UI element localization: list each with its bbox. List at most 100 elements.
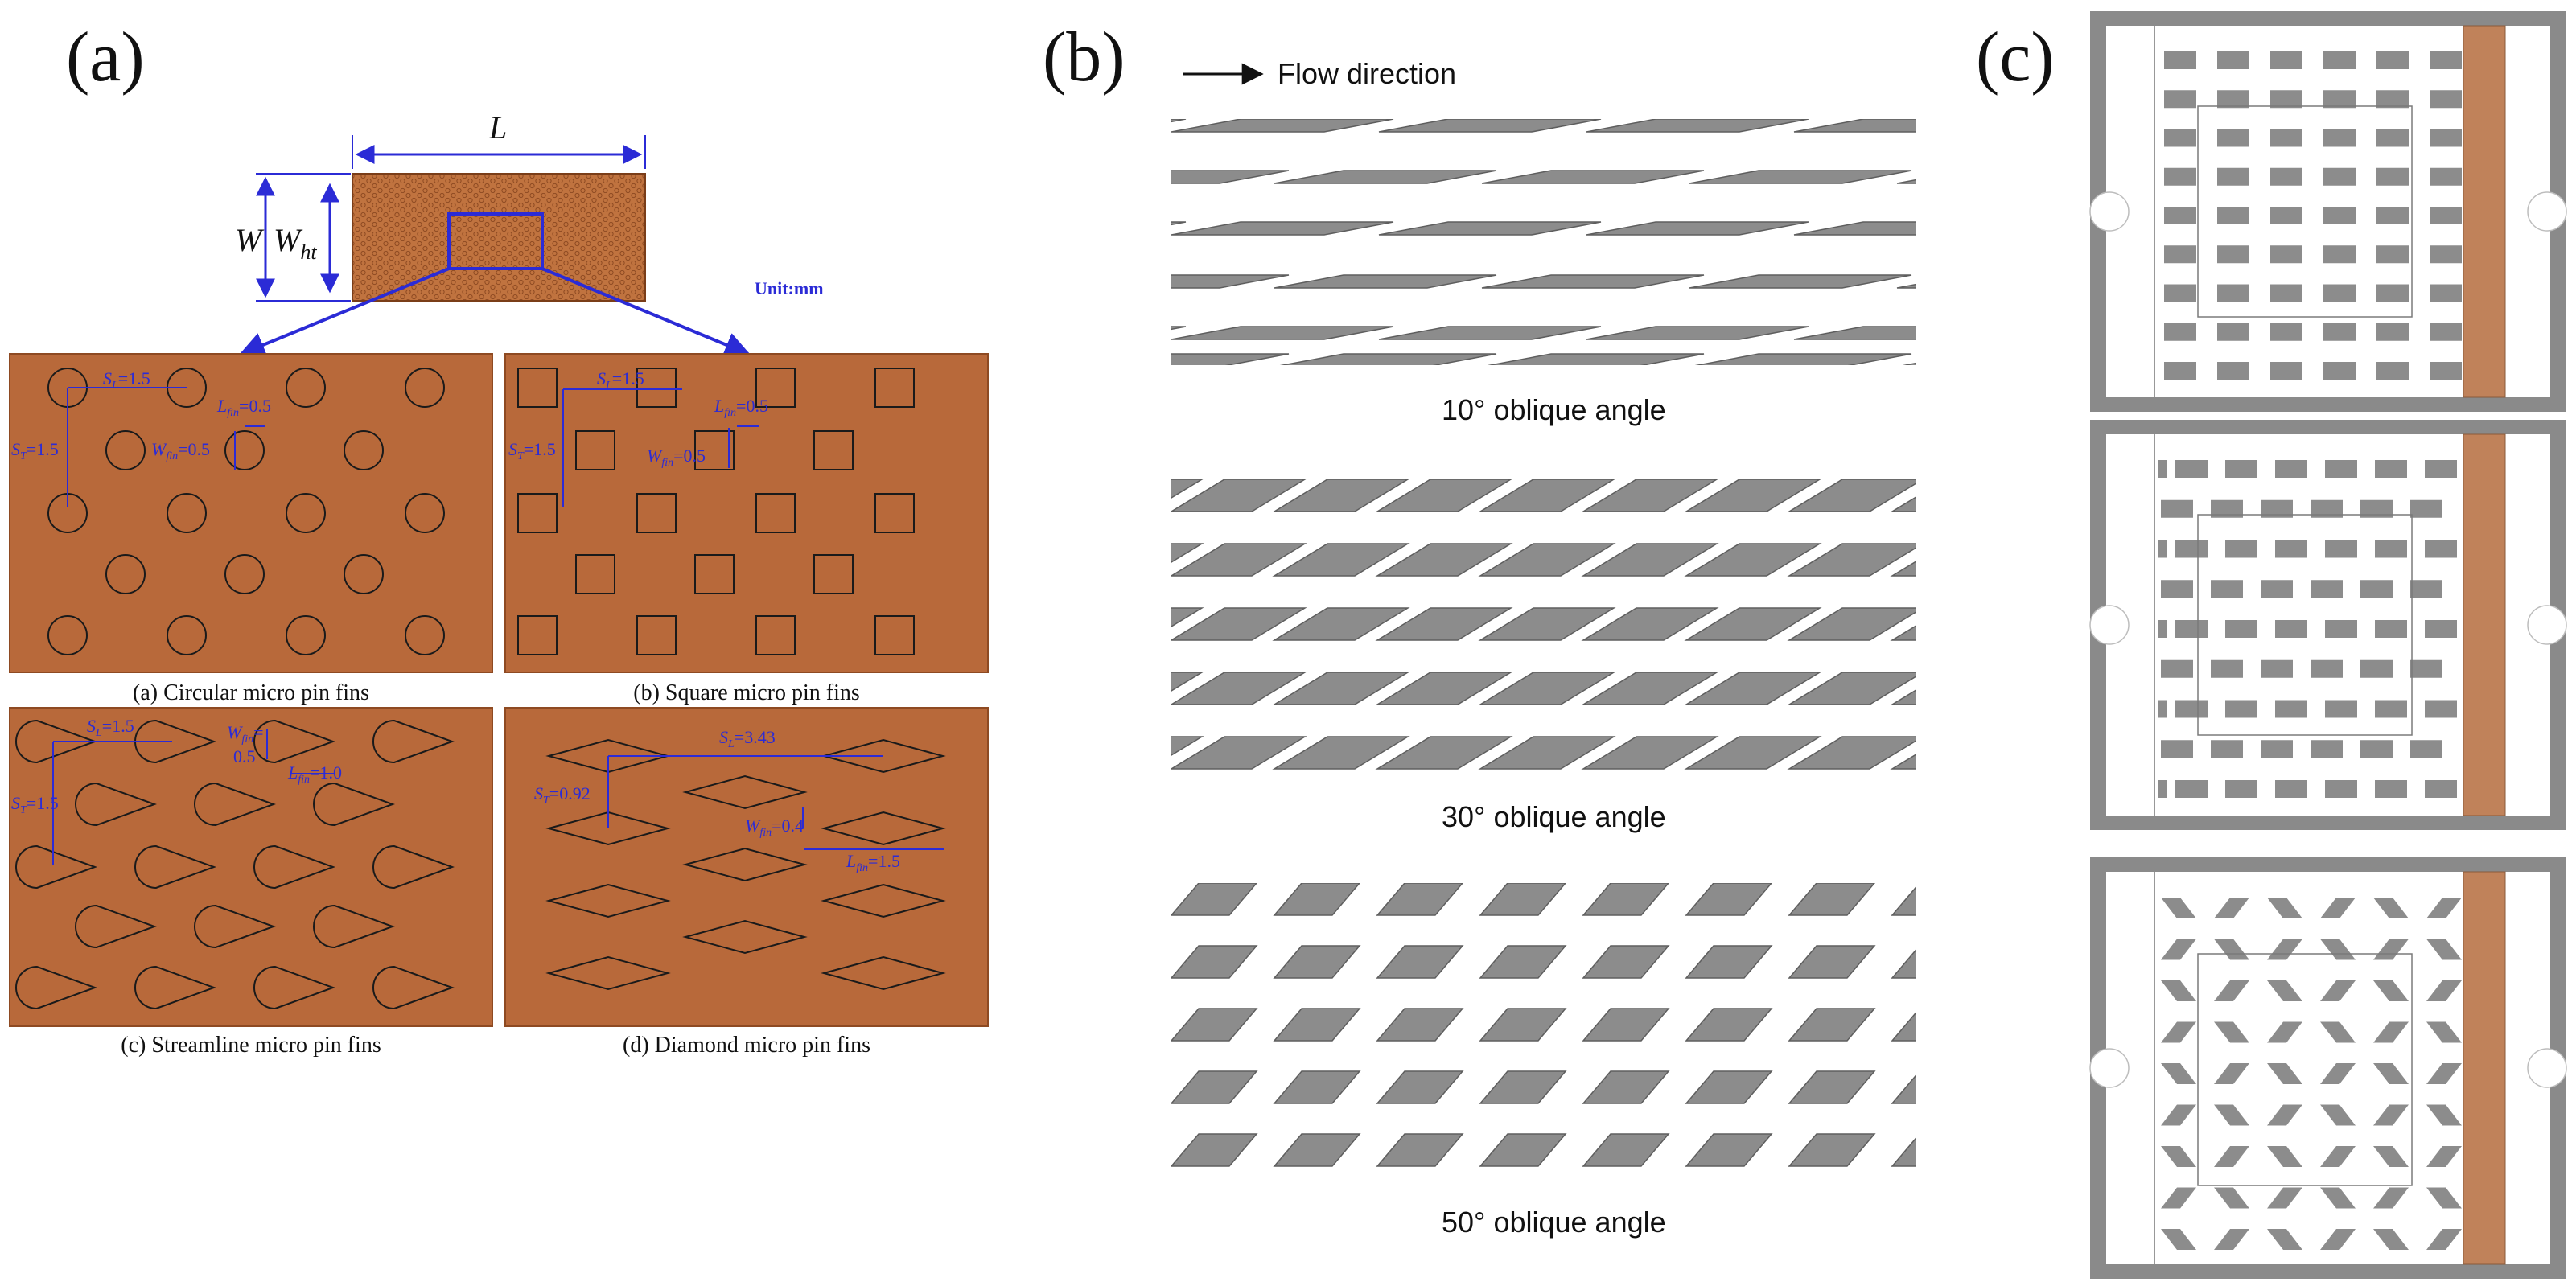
oblique-fin	[1685, 883, 1772, 916]
diamond-fin	[682, 774, 808, 810]
device-aligned	[2089, 11, 2567, 412]
ann-square-Wfin: Wfin=0.5	[647, 446, 706, 469]
micro-fin	[2217, 323, 2249, 341]
micro-fin	[2225, 540, 2257, 558]
oblique-fin	[1273, 883, 1360, 916]
micro-fin	[2225, 460, 2257, 478]
circular-fin	[167, 615, 207, 655]
micro-fin	[2270, 51, 2302, 69]
oblique-fin	[1068, 1134, 1154, 1166]
oblique-fin	[1581, 607, 1719, 641]
streamline-fin	[253, 965, 335, 1010]
micro-fin	[2311, 580, 2343, 598]
oblique-fin	[1273, 1070, 1361, 1104]
micro-fin	[2323, 362, 2356, 380]
micro-fin	[2158, 540, 2167, 558]
micro-fin	[2267, 1229, 2302, 1250]
ann-streamline-Wfin: Wfin=	[227, 722, 264, 746]
oblique-fin	[1582, 1070, 1670, 1104]
square-fin	[694, 554, 735, 594]
ann-circular-ST: ST=1.5	[11, 439, 59, 462]
ann-streamline-Lfin: Lfin=1.0	[287, 762, 342, 786]
micro-fin	[2373, 898, 2409, 918]
oblique-fin	[1171, 607, 1307, 641]
micro-fin	[2161, 1063, 2196, 1084]
oblique-fin	[1376, 1133, 1464, 1167]
micro-fin	[2430, 90, 2462, 109]
panel-b: (b) Flow direction 10° oblique angle 30°…	[1043, 18, 1916, 1239]
device-staggered	[2089, 420, 2567, 830]
micro-fin	[2214, 1146, 2249, 1167]
annotations-diamond: SL=3.43 ST=0.92 Wfin=0.4 Lfin=1.5	[534, 727, 900, 874]
micro-fin	[2214, 980, 2249, 1001]
micro-fin	[2325, 780, 2357, 798]
micro-fin	[2261, 499, 2293, 518]
micro-fin	[2261, 580, 2293, 598]
oblique-fin	[1787, 672, 1916, 705]
micro-fin	[2320, 1063, 2356, 1084]
micro-fin	[2426, 980, 2462, 1001]
ann-diamond-Wfin: Wfin=0.4	[745, 816, 804, 839]
micro-fin	[2375, 700, 2407, 718]
micro-fin	[2217, 51, 2249, 69]
micro-fin	[2217, 129, 2249, 147]
micro-fin	[2373, 1146, 2409, 1167]
device-trapezoid	[2089, 857, 2567, 1279]
micro-fin	[2376, 51, 2409, 69]
oblique-fin	[1272, 543, 1410, 577]
oblique-fin	[1685, 945, 1773, 979]
micro-fin	[2161, 1229, 2196, 1250]
micro-fin	[2426, 1187, 2462, 1209]
micro-fin	[2323, 90, 2356, 109]
micro-fin	[2430, 167, 2462, 186]
micro-fin	[2158, 620, 2167, 638]
streamline-fin	[253, 719, 335, 764]
heating-area-outline	[2197, 514, 2413, 736]
micro-fin	[2158, 700, 2167, 718]
micro-fin	[2225, 780, 2257, 798]
oblique-fin	[1068, 1071, 1154, 1103]
oblique-fin	[1787, 543, 1916, 577]
micro-fin	[2161, 580, 2193, 598]
oblique-fin	[1481, 274, 1705, 289]
oblique-fin	[1891, 1011, 1916, 1042]
oblique-fin	[1274, 170, 1497, 184]
oblique-fin	[1376, 945, 1464, 979]
micro-fin	[2211, 659, 2243, 678]
inlet-port	[2089, 191, 2130, 232]
oblique-fin	[1068, 1009, 1154, 1041]
oblique-fin	[1788, 1008, 1876, 1042]
micro-fin	[2426, 939, 2462, 960]
micro-fin	[2261, 659, 2293, 678]
micro-fin	[2175, 620, 2208, 638]
micro-fin	[2320, 1104, 2356, 1126]
micro-fin	[2214, 1063, 2249, 1084]
micro-fin	[2225, 700, 2257, 718]
oblique-fin	[1582, 945, 1670, 979]
oblique-fin	[1891, 1136, 1916, 1167]
oblique-fin	[1171, 326, 1394, 340]
micro-fin	[2323, 245, 2356, 264]
micro-fin	[2275, 540, 2307, 558]
square-fin	[874, 368, 915, 408]
caption-50-oblique: 50° oblique angle	[1442, 1206, 1666, 1239]
micro-fin	[2426, 1104, 2462, 1126]
micro-fin	[2430, 245, 2462, 264]
oblique-fin	[1171, 1008, 1258, 1042]
micro-fin	[2320, 898, 2356, 918]
micro-fin	[2211, 580, 2243, 598]
diamond-fin	[821, 883, 946, 918]
micro-fin	[2225, 620, 2257, 638]
oblique-fin	[1171, 736, 1307, 770]
micro-fin	[2311, 659, 2343, 678]
micro-fin	[2426, 1146, 2462, 1167]
oblique-fin	[1478, 607, 1616, 641]
dim-L-label: L	[488, 109, 507, 146]
micro-fin	[2325, 460, 2357, 478]
micro-fin	[2323, 167, 2356, 186]
square-fin	[517, 368, 558, 408]
circular-fin	[105, 430, 146, 470]
oblique-fin	[1376, 1008, 1464, 1042]
micro-fin	[2214, 1229, 2249, 1250]
oblique-fin	[1068, 946, 1154, 978]
